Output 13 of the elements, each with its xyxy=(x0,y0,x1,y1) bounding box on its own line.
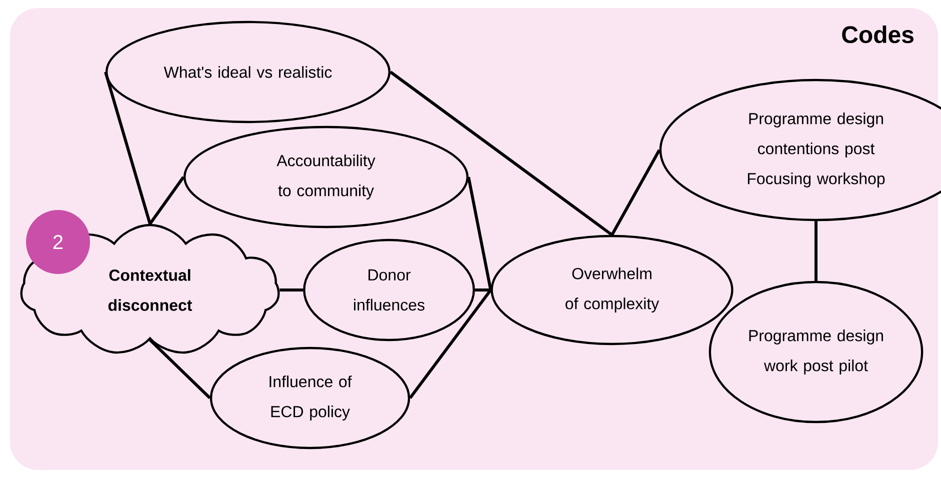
connector-line xyxy=(104,72,152,224)
heading: Codes xyxy=(842,26,914,44)
connector-line xyxy=(390,70,613,236)
connector-line xyxy=(467,176,492,290)
connector-line xyxy=(474,288,491,292)
connector-line xyxy=(148,176,185,225)
connector-line xyxy=(814,221,818,281)
number-badge: 2 xyxy=(26,210,90,274)
connector-line xyxy=(610,149,661,236)
node-label: Programme design contentions post Focusing workshop xyxy=(748,112,885,188)
connector-line xyxy=(280,288,304,292)
connector-line xyxy=(408,289,492,399)
connector-line xyxy=(148,338,211,400)
